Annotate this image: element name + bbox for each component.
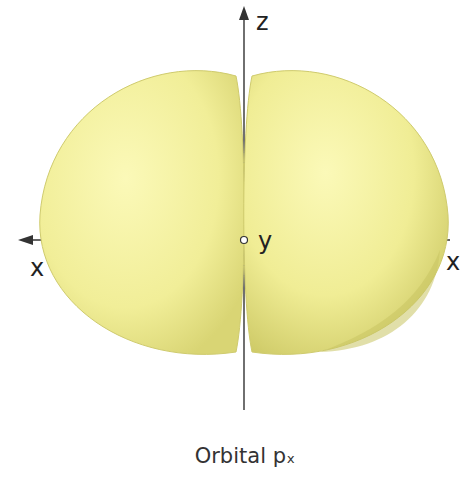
axis-label: x	[446, 250, 460, 274]
axis-label: y	[258, 229, 272, 253]
axis-label: z	[256, 10, 269, 34]
axis-arrowhead	[18, 235, 33, 245]
lobe-shading	[320, 250, 440, 352]
figure-caption: Orbital pₓ	[195, 446, 296, 467]
origin-point	[241, 237, 248, 244]
orbital-lobe	[244, 71, 449, 355]
axis-label: x	[30, 256, 44, 280]
orbital-lobe	[40, 71, 245, 355]
axis-arrowhead	[239, 6, 249, 20]
